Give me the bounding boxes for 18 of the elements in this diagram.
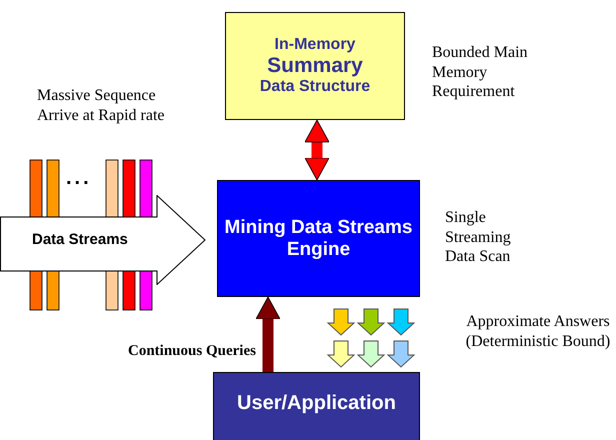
arrow-label: Data Streams xyxy=(32,231,128,249)
box-title: Summary xyxy=(267,54,363,78)
box-title: Data Structure xyxy=(260,78,370,96)
ellipsis-mark: ... xyxy=(66,166,93,190)
box-title: User/Application xyxy=(237,392,396,414)
summary-box xyxy=(225,12,405,120)
engine-box xyxy=(217,180,420,297)
arrow xyxy=(304,120,330,180)
box-title: Mining Data Streams Engine xyxy=(224,216,414,260)
annotation-text: Approximate Answers (Deterministic Bound) xyxy=(464,312,612,352)
annotation-text: Single Streaming Data Scan xyxy=(445,208,512,267)
block-arrow xyxy=(0,195,206,285)
application-box xyxy=(213,372,420,440)
annotation-text: Massive Sequence Arrive at Rapid rate xyxy=(37,86,166,126)
arrow xyxy=(256,296,280,372)
box-title: In-Memory xyxy=(274,36,356,54)
annotation-text: Bounded Main Memory Requirement xyxy=(432,43,529,102)
edge-label: Continuous Queries xyxy=(128,343,256,360)
